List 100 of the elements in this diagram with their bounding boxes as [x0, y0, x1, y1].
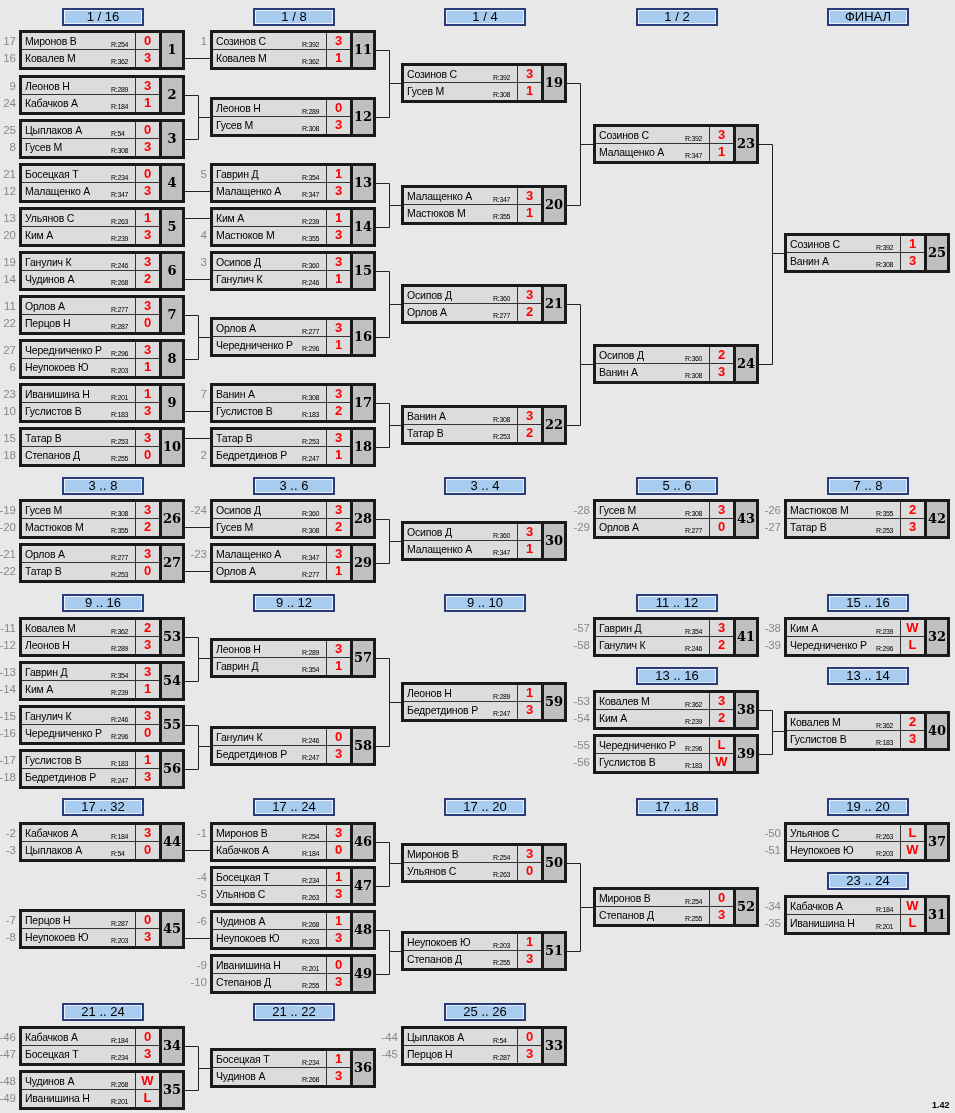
match-score: 2 [142, 620, 153, 636]
player-name: Гуслистов В [216, 404, 273, 419]
round-header: 9 .. 12 [253, 594, 335, 612]
player-name: Миронов В [599, 891, 651, 906]
match-number: 6 [159, 254, 182, 288]
match-number: 23 [733, 127, 756, 161]
match-score: 3 [142, 708, 153, 724]
player-name: Мастюков М [790, 503, 849, 518]
player-name: Орлов А [599, 520, 639, 535]
player-name: Осипов Д [599, 348, 644, 363]
seed-number: -38 [763, 621, 781, 636]
match-score: 1 [333, 563, 344, 579]
match-number: 51 [541, 934, 564, 968]
bracket-line [184, 850, 211, 851]
seed-number: 23 [2, 387, 16, 402]
bracket-line [184, 117, 211, 140]
match-score: 3 [524, 524, 535, 540]
bracket-line [184, 58, 211, 59]
match-number: 7 [159, 298, 182, 332]
round-header: 13 .. 14 [827, 667, 909, 685]
bracket-line [566, 907, 594, 952]
seed-number: -53 [572, 694, 590, 709]
player-name: Ванин А [407, 409, 446, 424]
seed-number: -46 [0, 1030, 16, 1045]
match-score: 3 [333, 183, 344, 199]
match-score: 3 [142, 403, 153, 419]
match-score: 3 [333, 320, 344, 336]
match-score: 3 [333, 430, 344, 446]
match-number: 31 [924, 898, 947, 932]
seed-number: -51 [763, 843, 781, 858]
match-number: 55 [159, 708, 182, 742]
round-header: 11 .. 12 [636, 594, 718, 612]
player-name: Миронов В [407, 847, 459, 862]
bracket-line [184, 279, 211, 280]
match-score: 0 [333, 100, 344, 116]
seed-number: 16 [2, 51, 16, 66]
player-name: Цыплаков А [25, 843, 83, 858]
seed-number: -45 [380, 1047, 398, 1062]
match-number: 5 [159, 210, 182, 244]
seed-number: 10 [2, 404, 16, 419]
seed-number: -49 [0, 1091, 16, 1106]
match-score: 1 [524, 541, 535, 557]
match-score: 0 [716, 890, 727, 906]
player-name: Ковалев М [599, 694, 650, 709]
match-number: 26 [159, 502, 182, 536]
match-score: 3 [716, 907, 727, 923]
match-number: 47 [350, 869, 373, 903]
match-score: 0 [142, 122, 153, 138]
match-number: 34 [159, 1029, 182, 1063]
bracket-line [375, 951, 402, 975]
match-number: 19 [541, 66, 564, 100]
player-name: Созинов С [599, 128, 649, 143]
match-score: 3 [333, 1068, 344, 1084]
match-number: 38 [733, 693, 756, 727]
player-name: Ванин А [599, 365, 638, 380]
seed-number: 27 [2, 343, 16, 358]
player-name: Ковалев М [790, 715, 841, 730]
player-name: Гуслистов В [599, 755, 656, 770]
match-number: 8 [159, 342, 182, 376]
round-header: 13 .. 16 [636, 667, 718, 685]
match-score: 3 [333, 227, 344, 243]
match-score: 1 [142, 359, 153, 375]
match-score: 3 [333, 825, 344, 841]
seed-number: 12 [2, 184, 16, 199]
player-name: Гуслистов В [790, 732, 847, 747]
player-name: Ганулич К [216, 730, 263, 745]
match-score: 0 [716, 519, 727, 535]
round-header: 23 .. 24 [827, 872, 909, 890]
match-score: 3 [142, 430, 153, 446]
player-name: Ганулич К [25, 709, 72, 724]
player-name: Гусев М [25, 503, 63, 518]
match-number: 59 [541, 685, 564, 719]
match-score: 2 [907, 502, 918, 518]
bracket-line [184, 746, 211, 770]
player-name: Осипов Д [407, 525, 452, 540]
match-score: 3 [333, 886, 344, 902]
seed-number: 9 [8, 79, 16, 94]
match-number: 14 [350, 210, 373, 244]
match-score: 1 [333, 658, 344, 674]
seed-number: 14 [2, 272, 16, 287]
seed-number: 25 [2, 123, 16, 138]
match-score: 1 [333, 447, 344, 463]
seed-number: -11 [0, 621, 16, 636]
round-header: 5 .. 6 [636, 477, 718, 495]
match-box [210, 638, 376, 678]
player-name: Бедретдинов Р [216, 747, 287, 762]
match-score: 3 [333, 746, 344, 762]
match-score: 3 [524, 702, 535, 718]
player-name: Гусев М [407, 84, 445, 99]
round-header: 1 / 16 [62, 8, 144, 26]
match-number: 4 [159, 166, 182, 200]
seed-number: -39 [763, 638, 781, 653]
seed-number: -28 [572, 503, 590, 518]
player-name: Гусев М [216, 118, 254, 133]
round-header: 3 .. 6 [253, 477, 335, 495]
round-header: 21 .. 22 [253, 1003, 335, 1021]
match-number: 3 [159, 122, 182, 156]
player-name: Перцов Н [25, 316, 71, 331]
bracket-line [184, 411, 211, 412]
match-score: 1 [142, 386, 153, 402]
